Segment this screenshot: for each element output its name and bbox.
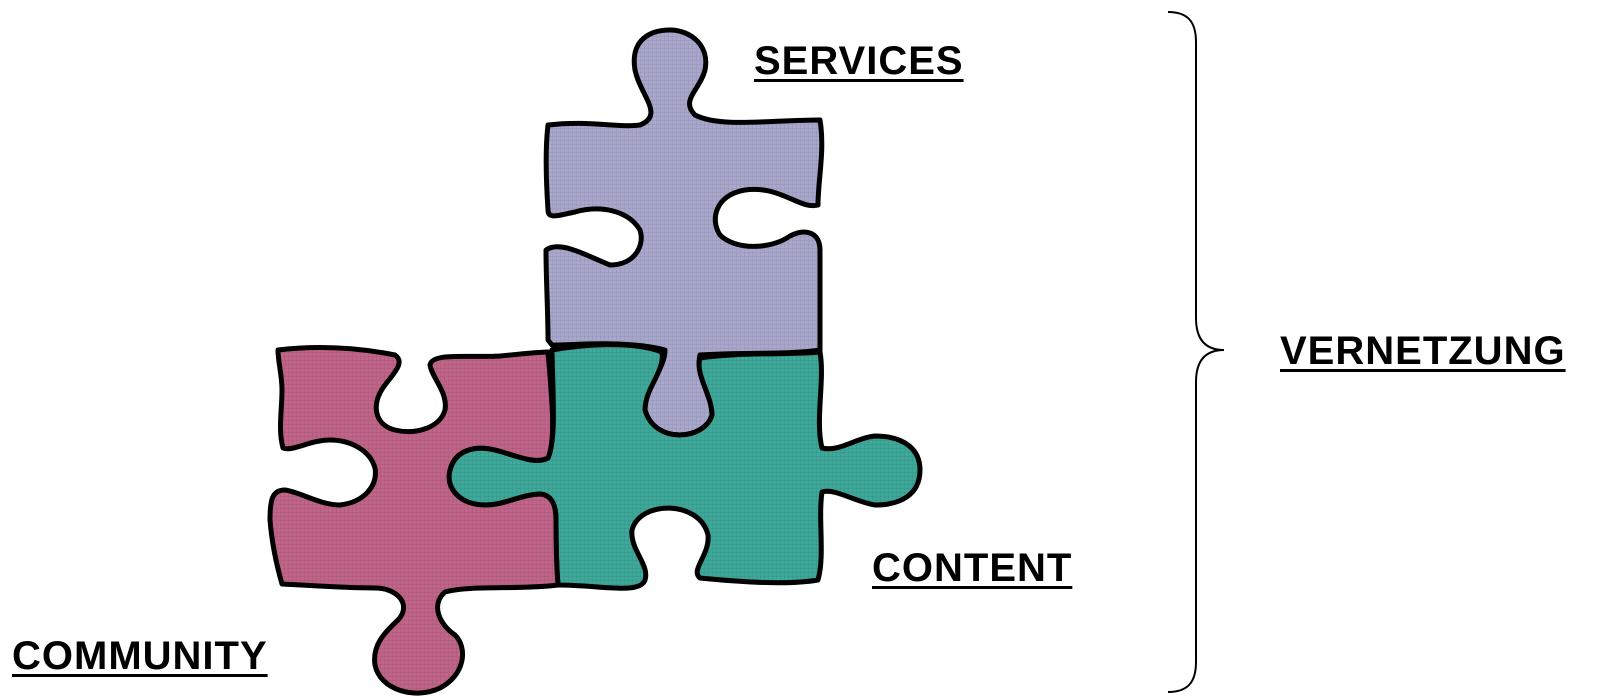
vernetzung-label: VERNETZUNG: [1280, 329, 1566, 373]
community-label: COMMUNITY: [12, 634, 268, 678]
content-label: CONTENT: [872, 546, 1073, 590]
content-puzzle-piece: [446, 342, 923, 591]
services-puzzle-piece: [543, 27, 825, 438]
grouping-brace: [1167, 11, 1225, 693]
community-puzzle-piece: [267, 345, 561, 696]
services-label: SERVICES: [754, 39, 964, 83]
